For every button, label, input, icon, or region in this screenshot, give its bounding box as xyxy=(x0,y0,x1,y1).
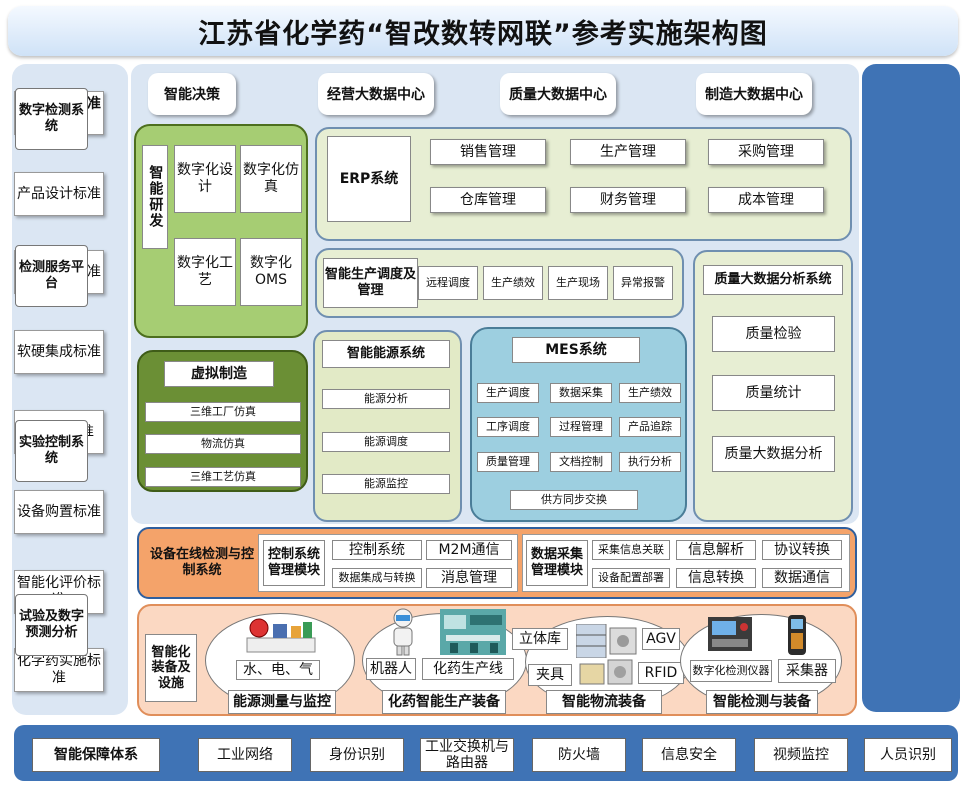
equip-rfid[interactable]: RFID xyxy=(638,662,684,684)
fixture-image xyxy=(579,659,633,685)
scheduling-remote[interactable]: 远程调度 xyxy=(418,266,478,300)
mes-process-management[interactable]: 过程管理 xyxy=(550,417,612,437)
equipment-title: 智能化装备及设施 xyxy=(145,634,197,702)
virtual-3d-factory[interactable]: 三维工厂仿真 xyxy=(145,402,301,422)
production-line-image xyxy=(440,609,506,655)
quality-inspection[interactable]: 质量检验 xyxy=(712,316,835,352)
virtual-logistics[interactable]: 物流仿真 xyxy=(145,434,301,454)
equip-warehouse[interactable]: 立体库 xyxy=(512,628,568,650)
top-manufacturing-data-center[interactable]: 制造大数据中心 xyxy=(696,73,812,115)
bottom-identity[interactable]: 身份识别 xyxy=(310,738,404,772)
energy-title: 智能能源系统 xyxy=(322,340,450,368)
scheduling-performance[interactable]: 生产绩效 xyxy=(483,266,543,300)
energy-dispatch[interactable]: 能源调度 xyxy=(322,432,450,452)
top-business-data-center[interactable]: 经营大数据中心 xyxy=(318,73,434,115)
equip-fixture[interactable]: 夹具 xyxy=(528,664,572,686)
standard-hw-sw-integration[interactable]: 软硬集成标准 xyxy=(14,330,104,374)
mes-performance[interactable]: 生产绩效 xyxy=(619,383,681,403)
quality-statistics[interactable]: 质量统计 xyxy=(712,375,835,411)
rnd-digital-simulation[interactable]: 数字化仿真 xyxy=(240,145,302,213)
erp-warehouse[interactable]: 仓库管理 xyxy=(430,187,546,213)
mes-title: MES系统 xyxy=(512,337,640,363)
energy-analysis[interactable]: 能源分析 xyxy=(322,389,450,409)
acq-protocol-convert[interactable]: 协议转换 xyxy=(762,540,842,560)
erp-cost[interactable]: 成本管理 xyxy=(708,187,824,213)
top-smart-decision[interactable]: 智能决策 xyxy=(148,73,236,115)
energy-monitoring[interactable]: 能源监控 xyxy=(322,474,450,494)
control-m2m[interactable]: M2M通信 xyxy=(426,540,512,560)
erp-finance[interactable]: 财务管理 xyxy=(570,187,686,213)
equip-testing-caption[interactable]: 智能检测与装备 xyxy=(706,690,818,714)
equip-collector[interactable]: 采集器 xyxy=(778,659,836,683)
acq-info-link[interactable]: 采集信息关联 xyxy=(592,540,670,560)
top-quality-data-center[interactable]: 质量大数据中心 xyxy=(500,73,616,115)
bottom-switch-router[interactable]: 工业交换机与路由器 xyxy=(420,738,514,772)
bottom-info-security[interactable]: 信息安全 xyxy=(642,738,736,772)
acq-device-deploy[interactable]: 设备配置部署 xyxy=(592,568,670,588)
virtual-3d-process[interactable]: 三维工艺仿真 xyxy=(145,467,301,487)
mes-execution-analysis[interactable]: 执行分析 xyxy=(619,452,681,472)
mes-data-collection[interactable]: 数据采集 xyxy=(550,383,612,403)
bottom-personnel-id[interactable]: 人员识别 xyxy=(864,738,952,772)
standard-equipment-purchase[interactable]: 设备购置标准 xyxy=(14,490,104,534)
mes-quality[interactable]: 质量管理 xyxy=(477,452,539,472)
bottom-firewall[interactable]: 防火墙 xyxy=(532,738,626,772)
bottom-industrial-network[interactable]: 工业网络 xyxy=(198,738,292,772)
bottom-video-monitoring[interactable]: 视频监控 xyxy=(754,738,848,772)
equip-robot[interactable]: 机器人 xyxy=(366,658,416,680)
mes-supplier-sync[interactable]: 供方同步交换 xyxy=(510,490,638,510)
equip-agv[interactable]: AGV xyxy=(642,628,680,650)
acq-info-parse[interactable]: 信息解析 xyxy=(676,540,756,560)
right-testing-service[interactable]: 检测服务平台 xyxy=(15,245,88,307)
page-title: 江苏省化学药“智改数转网联”参考实施架构图 xyxy=(8,6,958,56)
mes-document-control[interactable]: 文档控制 xyxy=(550,452,612,472)
erp-production[interactable]: 生产管理 xyxy=(570,139,686,165)
control-system[interactable]: 控制系统 xyxy=(332,540,422,560)
standard-product-design[interactable]: 产品设计标准 xyxy=(14,172,104,216)
equip-logistics-caption[interactable]: 智能物流装备 xyxy=(546,690,662,714)
equip-production-caption[interactable]: 化药智能生产装备 xyxy=(382,690,506,714)
mes-process-dispatch[interactable]: 工序调度 xyxy=(477,417,539,437)
online-title: 设备在线检测与控制系统 xyxy=(149,547,254,578)
bottom-security-system[interactable]: 智能保障体系 xyxy=(32,738,160,772)
equip-digital-instrument[interactable]: 数字化检测仪器 xyxy=(690,660,772,682)
quality-big-data[interactable]: 质量大数据分析 xyxy=(712,436,835,472)
erp-purchasing[interactable]: 采购管理 xyxy=(708,139,824,165)
right-experiment-control[interactable]: 实验控制系统 xyxy=(15,420,88,482)
acq-data-comm[interactable]: 数据通信 xyxy=(762,568,842,588)
right-trial-prediction[interactable]: 试验及数字预测分析 xyxy=(15,594,88,656)
acq-info-convert[interactable]: 信息转换 xyxy=(676,568,756,588)
erp-sales[interactable]: 销售管理 xyxy=(430,139,546,165)
erp-title: ERP系统 xyxy=(327,136,411,222)
mes-product-tracking[interactable]: 产品追踪 xyxy=(619,417,681,437)
virtual-title: 虚拟制造 xyxy=(164,361,274,387)
rnd-digital-design[interactable]: 数字化设计 xyxy=(174,145,236,213)
scanner-image xyxy=(788,615,806,655)
rnd-title: 智能研发 xyxy=(142,145,168,249)
rnd-digital-oms[interactable]: 数字化OMS xyxy=(240,238,302,306)
robot-icon xyxy=(393,608,413,656)
warehouse-rack-image xyxy=(576,624,637,658)
right-digital-testing[interactable]: 数字检测系统 xyxy=(15,88,88,150)
control-data-integration[interactable]: 数据集成与转换 xyxy=(332,568,422,588)
scheduling-title: 智能生产调度及管理 xyxy=(323,258,418,308)
mes-dispatch[interactable]: 生产调度 xyxy=(477,383,539,403)
equip-energy-caption[interactable]: 能源测量与监控 xyxy=(228,690,336,714)
test-instrument-image xyxy=(708,617,752,651)
equip-production-line[interactable]: 化药生产线 xyxy=(422,658,514,680)
control-message[interactable]: 消息管理 xyxy=(426,568,512,588)
rnd-digital-process[interactable]: 数字化工艺 xyxy=(174,238,236,306)
scheduling-alarm[interactable]: 异常报警 xyxy=(613,266,673,300)
control-module-title: 控制系统管理模块 xyxy=(263,540,325,586)
testing-column xyxy=(862,64,960,712)
scheduling-site[interactable]: 生产现场 xyxy=(548,266,608,300)
quality-title: 质量大数据分析系统 xyxy=(703,265,843,295)
acq-module-title: 数据采集管理模块 xyxy=(526,540,588,586)
equip-utilities[interactable]: 水、电、气 xyxy=(236,660,320,680)
energy-meter-image xyxy=(246,618,316,653)
